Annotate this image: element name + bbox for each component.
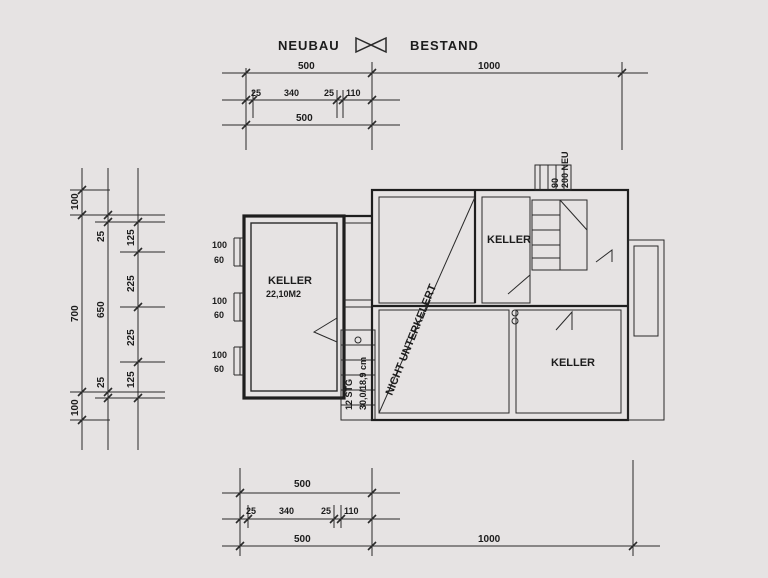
bottom-dim-500b: 500 xyxy=(294,534,311,545)
left-dim-125a: 125 xyxy=(126,229,137,246)
left-dim-100b: 100 xyxy=(70,399,81,416)
bottom-dim-110: 110 xyxy=(344,506,359,516)
header-bestand-label: BESTAND xyxy=(410,38,479,53)
left-dim-225a: 225 xyxy=(126,275,137,292)
connecting-stair xyxy=(340,329,376,421)
left-dim-25b: 25 xyxy=(96,376,107,388)
left-dim-225b: 225 xyxy=(126,329,137,346)
window-1-bottom: 60 xyxy=(214,255,224,265)
bottom-dim-340: 340 xyxy=(279,506,294,516)
new-cellar-name: KELLER xyxy=(268,275,312,287)
top-dim-500b: 500 xyxy=(296,113,313,124)
bottom-dim-500a: 500 xyxy=(294,479,311,490)
left-dim-700: 700 xyxy=(70,305,81,322)
top-dim-500: 500 xyxy=(298,61,315,72)
bottom-dim-25a: 25 xyxy=(246,506,256,516)
left-dimension-chains xyxy=(70,168,165,450)
top-dim-340: 340 xyxy=(284,88,299,98)
left-dim-650: 650 xyxy=(96,301,107,318)
left-dim-125b: 125 xyxy=(126,371,137,388)
left-dim-100a: 100 xyxy=(70,193,81,210)
window-1-top: 100 xyxy=(212,240,227,250)
existing-building-walls xyxy=(370,164,665,422)
window-3-bottom: 60 xyxy=(214,364,224,374)
window-3-top: 100 xyxy=(212,350,227,360)
new-cellar-area: 22,10M2 xyxy=(266,289,301,299)
bottom-dim-25b: 25 xyxy=(321,506,331,516)
stair-steps-label: 12 STG xyxy=(344,379,354,410)
new-cellar-walls xyxy=(233,214,372,400)
top-dim-25b: 25 xyxy=(324,88,334,98)
bottom-dim-1000: 1000 xyxy=(478,534,501,545)
bottom-dimension-chains xyxy=(222,460,660,556)
window-2-bottom: 60 xyxy=(214,310,224,320)
cellar-bottom-label: KELLER xyxy=(551,357,595,369)
non-basement-note: NICHT UNTERKELERT xyxy=(384,282,440,397)
top-dim-110: 110 xyxy=(346,88,361,98)
bowtie-symbol-icon xyxy=(355,36,387,54)
cellar-top-label: KELLER xyxy=(487,234,531,246)
top-dimension-chains xyxy=(222,62,648,150)
header-neubau-label: NEUBAU xyxy=(278,38,340,53)
stair-top-dim-90: 90 xyxy=(550,178,560,188)
top-dim-1000: 1000 xyxy=(478,61,501,72)
left-dim-25a: 25 xyxy=(96,230,107,242)
stair-dims-label: 30,0/18,9 cm xyxy=(358,357,368,410)
window-2-top: 100 xyxy=(212,296,227,306)
top-dim-25a: 25 xyxy=(251,88,261,98)
stair-top-dim-200: 200 NEU xyxy=(560,151,570,188)
